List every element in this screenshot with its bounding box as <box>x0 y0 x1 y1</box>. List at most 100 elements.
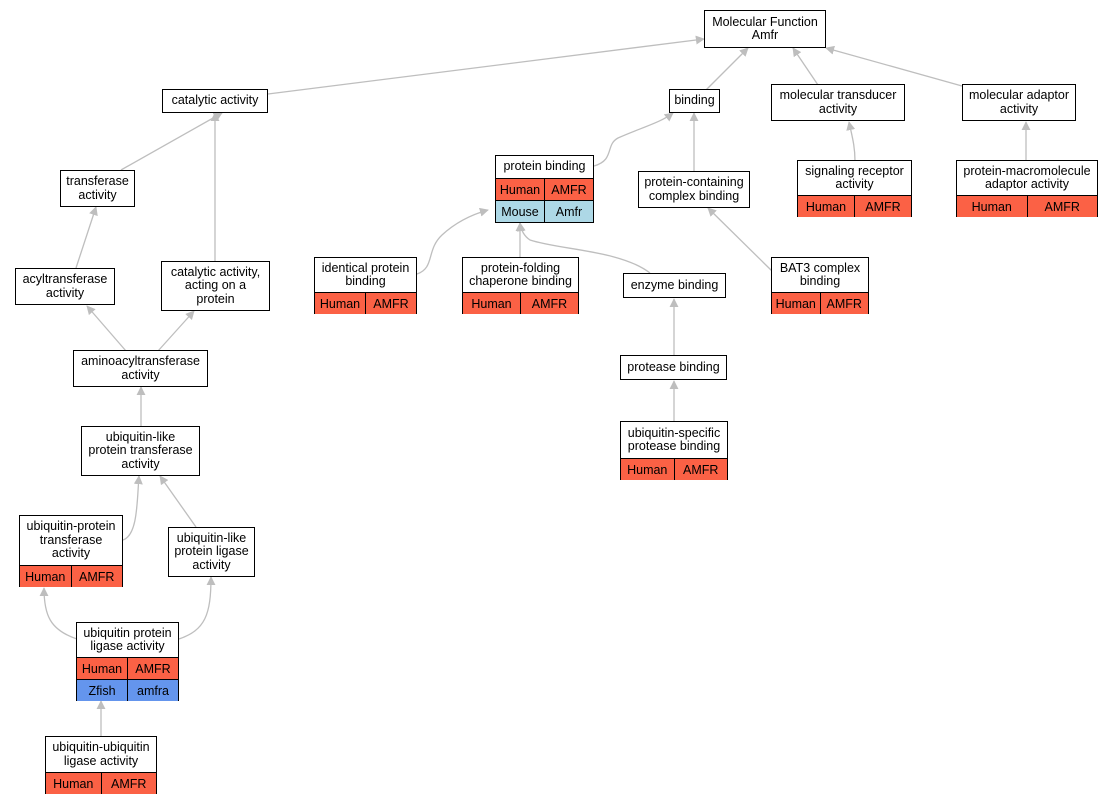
node-label: activity <box>121 367 160 382</box>
node-label: protease binding <box>627 359 720 374</box>
node-label: transferase <box>39 532 103 547</box>
gene-symbol: AMFR <box>854 196 911 217</box>
gene-symbol: AMFR <box>127 658 178 679</box>
node-protease-binding[interactable]: protease binding <box>620 355 727 380</box>
node-label: complex binding <box>648 188 740 203</box>
gene-symbol: AMFR <box>1026 196 1098 217</box>
node-label: ubiquitin-like <box>105 429 176 444</box>
node-protein-macromolecule-adaptor[interactable]: protein-macromolecule adaptor activity H… <box>956 160 1098 217</box>
node-label: ubiquitin-like <box>176 530 247 545</box>
node-label: acyltransferase <box>22 272 108 286</box>
species-human: Human <box>81 661 123 676</box>
node-label: protein-containing <box>644 175 744 189</box>
species-human: Human <box>53 776 94 791</box>
node-label: molecular adaptor <box>968 88 1070 102</box>
edge-identical-to-proteinbinding <box>416 207 489 275</box>
node-ubiquitin-like-protein-ligase[interactable]: ubiquitin-like protein ligase activity <box>168 527 255 577</box>
species-human: Human <box>971 199 1012 214</box>
edge-acyl-to-transferase <box>75 206 98 269</box>
edge-catalytic-to-mf <box>267 35 705 95</box>
node-label: Molecular Function <box>712 14 818 29</box>
species-human: Human <box>471 296 512 311</box>
gene-symbol: AMFR <box>819 293 869 314</box>
node-ubiquitin-specific-protease-binding[interactable]: ubiquitin-specific protease binding Huma… <box>620 421 728 480</box>
edge-bat3-to-complex <box>707 207 773 272</box>
node-label: catalytic activity, <box>170 264 261 279</box>
gene-symbol: AMFR <box>70 566 123 587</box>
node-label: activity <box>835 177 874 191</box>
node-identical-protein-binding[interactable]: identical protein binding Human AMFR <box>314 257 417 314</box>
gene-symbol: AMFR <box>100 773 157 794</box>
node-bat3-complex-binding[interactable]: BAT3 complex binding Human AMFR <box>771 257 869 314</box>
node-label: activity <box>45 285 85 300</box>
node-label: BAT3 complex <box>779 260 861 275</box>
node-label: protein-macromolecule <box>963 163 1091 178</box>
species-human: Human <box>775 296 816 311</box>
node-ubiquitin-protein-ligase[interactable]: ubiquitin protein ligase activity Human … <box>76 622 179 701</box>
node-label: adaptor activity <box>984 177 1070 191</box>
node-label: signaling receptor <box>805 163 904 178</box>
node-label: activity <box>999 101 1039 116</box>
node-label: ligase activity <box>90 639 165 653</box>
edge-binding-to-mf <box>705 47 749 91</box>
edge-aminoacyl-to-acyl <box>86 305 127 352</box>
node-ubiquitin-like-protein-transferase[interactable]: ubiquitin-like protein transferase activ… <box>81 426 200 476</box>
species-human: Human <box>499 182 541 197</box>
edge-proteinbinding-to-binding <box>593 112 674 167</box>
edge-upt-to-ulpt <box>122 475 143 541</box>
node-signaling-receptor-activity[interactable]: signaling receptor activity Human AMFR <box>797 160 912 217</box>
node-protein-containing-complex-binding[interactable]: protein-containing complex binding <box>638 171 750 208</box>
gene-symbol: AMFR <box>365 293 416 314</box>
species-human: Human <box>627 462 668 477</box>
gene-symbol: AMFR <box>673 459 728 480</box>
node-label: binding <box>799 274 841 288</box>
node-label: protein transferase <box>88 443 193 458</box>
node-label: ubiquitin-specific <box>627 425 721 440</box>
edge-enzyme-to-proteinbinding <box>516 222 651 274</box>
node-transferase-activity[interactable]: transferase activity <box>60 170 135 207</box>
node-label: protein-folding <box>480 260 561 275</box>
species-human: Human <box>805 199 847 214</box>
node-label: ligase activity <box>63 753 139 768</box>
node-label: activity <box>192 557 231 572</box>
node-ubiquitin-protein-transferase[interactable]: ubiquitin-protein transferase activity H… <box>19 515 123 587</box>
node-catalytic-activity-on-protein[interactable]: catalytic activity, acting on a protein <box>161 261 270 311</box>
node-label: ubiquitin-protein <box>26 519 116 534</box>
node-acyltransferase-activity[interactable]: acyltransferase activity <box>15 268 115 305</box>
node-ubiquitin-ubiquitin-ligase[interactable]: ubiquitin-ubiquitin ligase activity Huma… <box>45 736 157 794</box>
node-label: binding <box>345 274 386 288</box>
node-molecular-adaptor[interactable]: molecular adaptor activity <box>962 84 1076 121</box>
node-molecular-transducer[interactable]: molecular transducer activity <box>771 84 905 121</box>
gene-symbol: amfra <box>127 680 178 701</box>
gene-symbol: AMFR <box>520 293 578 314</box>
species-mouse: Mouse <box>501 204 539 219</box>
node-binding[interactable]: binding <box>669 89 720 113</box>
node-label: enzyme binding <box>630 277 719 292</box>
node-label: binding <box>674 93 715 108</box>
node-label: protein ligase <box>174 544 249 559</box>
gene-symbol: Amfr <box>544 201 593 222</box>
node-label: activity <box>51 546 91 561</box>
node-label: transferase <box>66 174 129 188</box>
node-enzyme-binding[interactable]: enzyme binding <box>623 273 726 298</box>
node-catalytic-activity[interactable]: catalytic activity <box>162 89 268 113</box>
node-label: protease binding <box>627 439 721 453</box>
species-zfish: Zfish <box>88 683 116 698</box>
edge-aminoacyl-to-catprotein <box>157 310 195 352</box>
node-label: activity <box>818 101 858 116</box>
edge-transferase-to-catalytic <box>120 112 223 171</box>
node-molecular-function[interactable]: Molecular Function Amfr <box>704 10 826 48</box>
edge-ull-to-ulpt <box>159 475 197 528</box>
node-label: ubiquitin-ubiquitin <box>52 740 150 754</box>
node-protein-binding[interactable]: protein binding Human AMFR Mouse Amfr <box>495 155 594 223</box>
node-aminoacyltransferase-activity[interactable]: aminoacyltransferase activity <box>73 350 208 387</box>
species-human: Human <box>319 296 361 311</box>
edge-signaling-to-transducer <box>846 121 856 162</box>
node-protein-folding-chaperone-binding[interactable]: protein-folding chaperone binding Human … <box>462 257 579 314</box>
node-label: activity <box>121 456 160 471</box>
node-label: protein <box>196 291 235 306</box>
gene-symbol: AMFR <box>544 179 593 200</box>
node-label: catalytic activity <box>171 93 259 108</box>
node-label: chaperone binding <box>469 274 572 288</box>
